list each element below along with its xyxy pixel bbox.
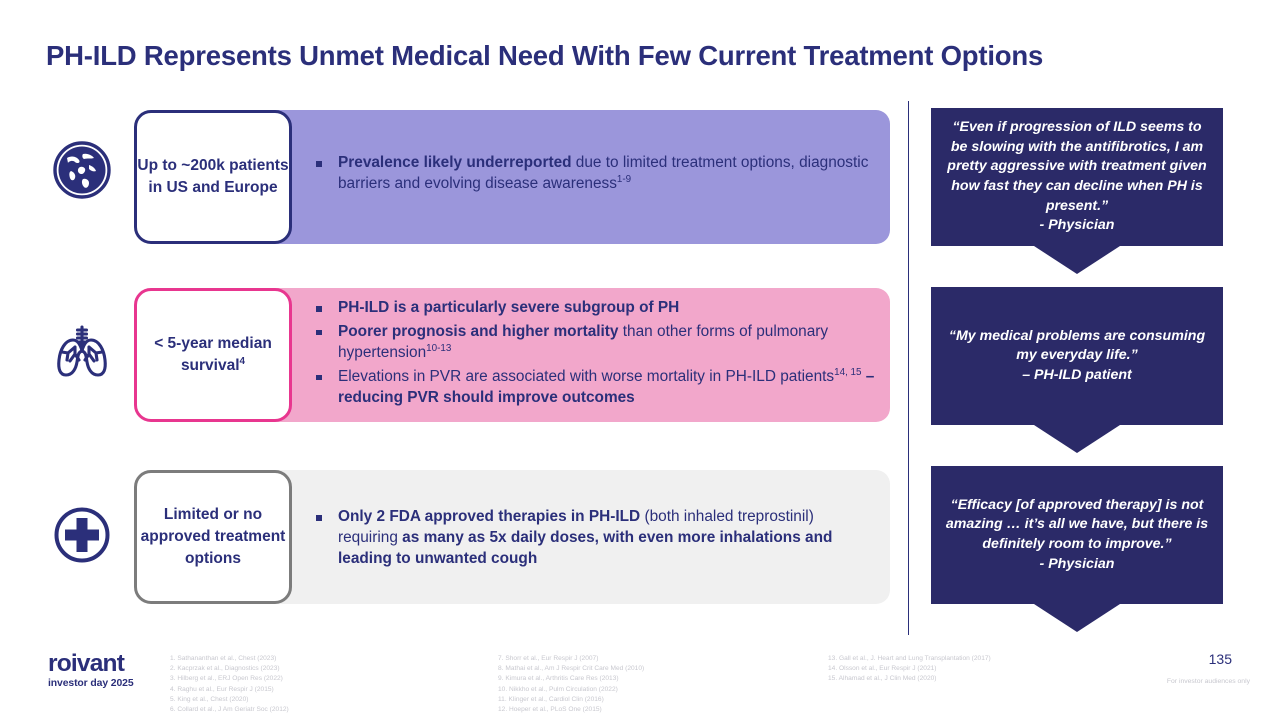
- bullet-text: Elevations in PVR are associated with wo…: [338, 367, 835, 385]
- bullet-ref: 1-9: [616, 173, 632, 185]
- quote-attribution: - Physician: [1039, 555, 1115, 572]
- bullet-item: PH-ILD is a particularly severe subgroup…: [313, 298, 879, 319]
- bullet-bold-lead: Prevalence likely underreported: [338, 154, 572, 171]
- quote-callout-1: “Even if progression of ILD seems to be …: [931, 108, 1223, 274]
- page-title: PH-ILD Represents Unmet Medical Need Wit…: [46, 40, 1044, 71]
- reference-line: 3. Hilberg et al., ERJ Open Res (2022): [170, 675, 283, 683]
- row-3-pill: Limited or no approved treatment options: [134, 470, 292, 604]
- logo-tagline: investor day 2025: [48, 677, 134, 689]
- quote-text: “Even if progression of ILD seems to be …: [947, 119, 1207, 214]
- row-3-bullets: Only 2 FDA approved therapies in PH-ILD …: [313, 507, 868, 570]
- medical-cross-icon: [53, 506, 111, 569]
- bullet-text: than other forms of pulmonary hypertensi…: [338, 322, 829, 361]
- page-number: 135: [1208, 651, 1232, 667]
- reference-line: 10. Nikkho et al., Pulm Circulation (202…: [498, 685, 618, 693]
- row-1-pill-label: Up to ~200k patients in US and Europe: [137, 157, 289, 196]
- content-band-3: [212, 470, 890, 604]
- globe-icon: [53, 141, 111, 204]
- content-band-2: [212, 288, 890, 422]
- row-1-pill: Up to ~200k patients in US and Europe: [134, 110, 292, 244]
- bullet-item: Prevalence likely underreported due to l…: [313, 153, 873, 195]
- bullet-square-icon: [316, 161, 322, 167]
- quote-tail-2: [1034, 425, 1120, 453]
- bullet-text: due to limited treatment options, diagno…: [338, 154, 869, 192]
- bullet-item: Elevations in PVR are associated with wo…: [313, 367, 879, 409]
- reference-line: 11. Klinger et al., Cardiol Clin (2016): [498, 695, 604, 703]
- logo-wordmark: roivant: [48, 650, 125, 677]
- content-band-1: [212, 110, 890, 244]
- bullet-item: Poorer prognosis and higher mortality th…: [313, 322, 879, 364]
- quote-attribution: – PH-ILD patient: [1022, 366, 1132, 383]
- bullet-square-icon: [316, 329, 322, 336]
- reference-line: 7. Shorr et al., Eur Respir J (2007): [498, 655, 599, 662]
- row-2-pill-text: < 5-year median survival: [154, 335, 272, 374]
- quote-callout-3: “Efficacy [of approved therapy] is not a…: [931, 466, 1223, 632]
- quote-text: “Efficacy [of approved therapy] is not a…: [945, 496, 1209, 552]
- bullet-ref: 10-13: [426, 342, 452, 354]
- bullet-square-icon: [316, 306, 322, 312]
- quote-callout-2: “My medical problems are consuming my ev…: [931, 287, 1223, 453]
- quote-text: “My medical problems are consuming my ev…: [948, 327, 1206, 364]
- reference-line: 6. Collard et al., J Am Geriatr Soc (201…: [170, 706, 289, 714]
- reference-line: 1. Sathananthan et al., Chest (2023): [170, 655, 277, 662]
- reference-line: 2. Kacprzak et al., Diagnostics (2023): [170, 665, 280, 673]
- quote-tail-3: [1034, 604, 1120, 632]
- bullet-text: PH-ILD is a particularly severe subgroup…: [338, 299, 680, 316]
- bullet-ref: 14, 15: [834, 366, 862, 378]
- bullet-text: (both inhaled treprostinil) requiring: [338, 508, 814, 546]
- quote-tail-1: [1034, 246, 1120, 274]
- vertical-divider: [908, 101, 910, 635]
- reference-line: 14. Olsson et al., Eur Respir J (2021): [828, 665, 937, 673]
- references-column-3: 13. Gall et al., J. Heart and Lung Trans…: [828, 654, 991, 685]
- reference-line: 8. Mathai et al., Am J Respir Crit Care …: [498, 665, 645, 673]
- bullet-square-icon: [316, 515, 322, 521]
- bullet-bold-tail: – reducing PVR should improve outcomes: [338, 367, 875, 406]
- roivant-logo: roivant investor day 2025: [48, 650, 134, 689]
- references-column-1: 1. Sathananthan et al., Chest (2023) 2. K…: [170, 654, 289, 715]
- row-2-pill-label: < 5-year median survival4: [137, 333, 289, 377]
- row-2-pill-ref: 4: [239, 355, 246, 367]
- bullet-item: Only 2 FDA approved therapies in PH-ILD …: [313, 507, 868, 570]
- references-column-2: 7. Shorr et al., Eur Respir J (2007) 8. M…: [498, 654, 644, 715]
- row-2-bullets: PH-ILD is a particularly severe subgroup…: [313, 298, 879, 409]
- bullet-bold-lead: Poorer prognosis and higher mortality: [338, 322, 619, 340]
- reference-line: 9. Kimura et al., Arthritis Care Res (20…: [498, 675, 619, 683]
- reference-line: 5. King et al., Chest (2020): [170, 695, 249, 703]
- reference-line: 13. Gall et al., J. Heart and Lung Trans…: [828, 655, 991, 662]
- reference-line: 15. Alhamad et al., J Clin Med (2020): [828, 675, 937, 683]
- disclaimer-text: For investor audiences only: [1166, 678, 1250, 685]
- reference-line: 4. Raghu et al., Eur Respir J (2015): [170, 685, 274, 693]
- quote-attribution: - Physician: [1039, 217, 1115, 234]
- row-3-pill-label: Limited or no approved treatment options: [140, 506, 286, 567]
- bullet-square-icon: [316, 374, 322, 381]
- reference-line: 12. Hoeper et al., PLoS One (2015): [498, 706, 602, 714]
- bullet-bold-lead: Only 2 FDA approved therapies in PH-ILD: [338, 508, 641, 525]
- bullet-bold-tail: as many as 5x daily doses, with even mor…: [338, 528, 833, 567]
- row-1-bullets: Prevalence likely underreported due to l…: [313, 153, 873, 195]
- row-2-pill: < 5-year median survival4: [134, 288, 292, 422]
- lungs-icon: [51, 321, 113, 388]
